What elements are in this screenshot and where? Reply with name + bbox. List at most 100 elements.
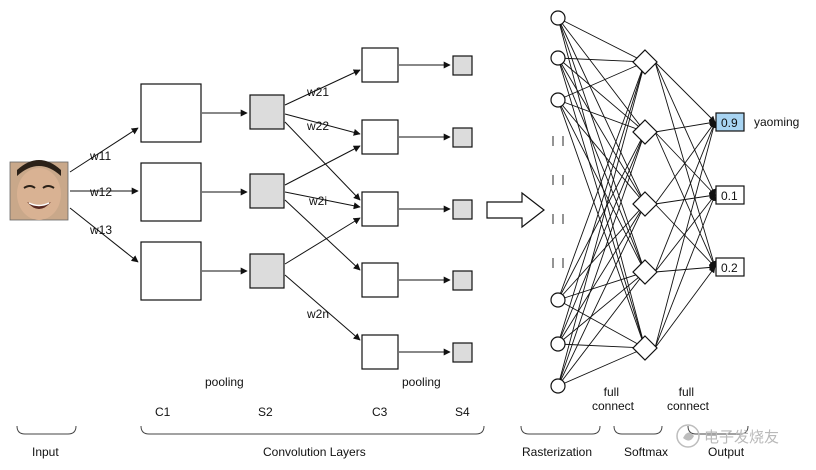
c3-map-5 — [361, 334, 399, 370]
fc-edge — [557, 271, 646, 301]
fc-edge — [557, 99, 646, 133]
softmax-node-5 — [632, 335, 658, 361]
output-class-label: yaoming — [754, 115, 799, 129]
fc-edge — [557, 299, 646, 349]
input-edges — [69, 127, 139, 263]
softmax-edge — [654, 61, 717, 268]
output-node-2: 0.1 — [715, 185, 745, 205]
raster-node-5 — [550, 336, 566, 352]
fc-edge — [557, 61, 646, 387]
stage-label-s2: S2 — [258, 405, 273, 419]
fc-edge — [557, 203, 646, 345]
raster-node-6 — [550, 378, 566, 394]
softmax-edge — [654, 121, 716, 205]
softmax-node-3 — [632, 191, 658, 217]
softmax-node-4 — [632, 259, 658, 285]
fc-edge — [557, 61, 646, 345]
softmax-edge — [654, 266, 716, 349]
raster-ellipsis — [552, 136, 564, 268]
fc-edge — [557, 61, 646, 101]
raster-node-3 — [550, 92, 566, 108]
fc-edge — [557, 131, 646, 387]
weight-label-w2n: w2n — [306, 307, 329, 321]
stage-label-c1: C1 — [155, 405, 171, 419]
fc-edge — [557, 61, 646, 301]
bottom-label-output: Output — [708, 445, 745, 459]
raster-node-2 — [550, 50, 566, 66]
softmax-edge — [654, 194, 716, 349]
s2-map-2 — [249, 173, 285, 209]
s2-map-3 — [249, 253, 285, 289]
c1-map-3 — [140, 241, 202, 301]
fc-edge — [557, 271, 646, 345]
output-node-3: 0.2 — [715, 257, 745, 277]
c3-map-1 — [361, 47, 399, 83]
bottom-label-convolution: Convolution Layers — [263, 445, 366, 459]
bottom-label-rasterization: Rasterization — [522, 445, 592, 459]
fc-edge — [557, 57, 646, 63]
fc-edge — [557, 57, 646, 133]
fc-edge — [557, 17, 646, 273]
c3-map-3 — [361, 191, 399, 227]
s2-map-1 — [249, 94, 285, 130]
c3-map-4 — [361, 262, 399, 298]
pooling-label-right: pooling — [402, 375, 441, 389]
fc-edge — [557, 203, 646, 387]
watermark: 电子发烧友 — [676, 424, 779, 448]
softmax-edge — [654, 264, 716, 273]
fc-edge — [557, 99, 646, 205]
fc-edge — [557, 271, 646, 387]
softmax-nodes — [632, 49, 658, 361]
bottom-label-softmax: Softmax — [624, 445, 668, 459]
softmax-edge — [654, 121, 716, 273]
softmax-edge — [654, 192, 716, 205]
softmax-node-2 — [632, 119, 658, 145]
raster-node-4 — [550, 292, 566, 308]
fc-edge — [557, 17, 646, 133]
stage-label-s4: S4 — [455, 405, 470, 419]
fc-edge — [557, 57, 646, 273]
c1-map-2 — [140, 162, 202, 222]
weight-label-w13: w13 — [89, 223, 112, 237]
fc-edge — [557, 57, 646, 205]
fc-edge — [557, 17, 646, 349]
c3-map-2 — [361, 119, 399, 155]
full-connect-label-2: full connect — [667, 385, 710, 413]
output-value-1: 0.9 — [721, 116, 738, 130]
s2-c3-edges — [284, 69, 361, 341]
fc-edge — [557, 131, 646, 301]
weight-label-w21: w21 — [306, 85, 329, 99]
watermark-text: 电子发烧友 — [704, 429, 779, 446]
softmax-edge — [654, 61, 716, 196]
fc-edge — [557, 131, 646, 345]
output-node-1: 0.9 — [715, 112, 745, 132]
fc-edge — [557, 347, 646, 387]
s4-map-4 — [452, 270, 473, 291]
softmax-edge — [654, 121, 717, 349]
fully-connected-edges — [557, 17, 717, 387]
output-value-3: 0.2 — [721, 261, 738, 275]
softmax-node-1 — [632, 49, 658, 75]
pooling-label-left: pooling — [205, 375, 244, 389]
stage-label-c3: C3 — [372, 405, 388, 419]
weight-label-w11: w11 — [89, 149, 111, 163]
input-face-image — [9, 160, 69, 221]
s4-map-3 — [452, 199, 473, 220]
raster-node-1 — [550, 10, 566, 26]
softmax-edge — [654, 61, 716, 123]
softmax-edge — [654, 119, 716, 133]
fc-edge — [557, 17, 646, 63]
full-connect-label-1: full connect — [592, 385, 635, 413]
output-value-2: 0.1 — [721, 189, 738, 203]
fc-edge — [557, 99, 646, 273]
s4-map-5 — [452, 342, 473, 363]
s4-map-1 — [452, 55, 473, 76]
fc-edge — [557, 203, 646, 301]
s4-map-2 — [452, 127, 473, 148]
weight-label-w22: w22 — [306, 119, 329, 133]
weight-label-w12: w12 — [89, 185, 112, 199]
bottom-label-input: Input — [32, 445, 59, 459]
raster-nodes — [550, 10, 566, 394]
rasterize-arrow — [486, 191, 545, 229]
